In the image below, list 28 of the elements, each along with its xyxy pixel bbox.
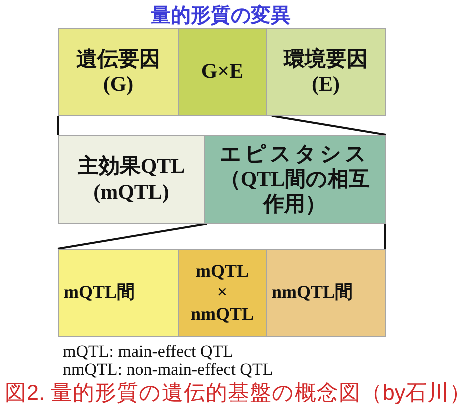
category-panel	[58, 135, 205, 224]
category-panel	[266, 28, 386, 116]
category-label: G×E	[201, 59, 244, 85]
zoom-line	[58, 223, 208, 250]
category-label: 主効果QTL	[78, 154, 186, 180]
category-label: 環境要因	[284, 46, 368, 72]
abbreviation-note: mQTL: main-effect QTL	[63, 343, 234, 361]
category-label: mQTL × nmQTL	[190, 260, 254, 326]
category-label: (E)	[312, 72, 340, 98]
figure-caption: 図2. 量的形質の遺伝的基盤の概念図（by石川）	[5, 380, 472, 406]
category-label: (mQTL)	[94, 180, 170, 205]
category-label: mQTL間	[64, 282, 136, 304]
category-panel	[178, 28, 267, 116]
category-panel	[204, 135, 386, 224]
category-label: エピスタシス	[220, 142, 370, 167]
category-panel	[266, 249, 386, 337]
category-panel	[178, 249, 267, 337]
category-label: 遺伝要因	[76, 46, 160, 72]
category-panel	[58, 249, 179, 337]
zoom-line	[58, 116, 60, 135]
zoom-line	[384, 224, 386, 249]
category-label: （QTL間の相互作用）	[218, 166, 372, 218]
zoom-line	[272, 115, 386, 136]
category-label: nmQTL間	[272, 282, 354, 304]
diagram-title: 量的形質の変異	[151, 4, 291, 29]
category-label: (G)	[103, 72, 134, 98]
category-panel	[58, 28, 179, 116]
abbreviation-note: nmQTL: non-main-effect QTL	[63, 361, 274, 379]
